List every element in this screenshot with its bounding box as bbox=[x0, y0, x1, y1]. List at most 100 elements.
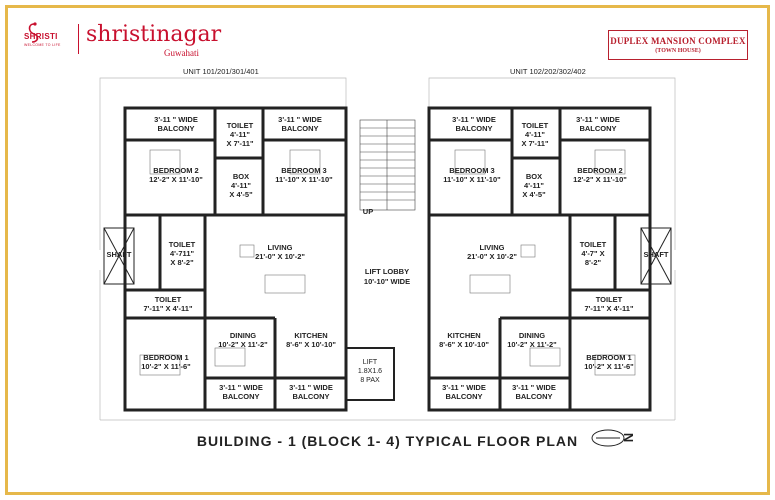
north-label: N bbox=[621, 432, 637, 443]
right-box-size2: X 4'-5" bbox=[522, 190, 546, 199]
left-toilet-low-label: TOILET 7'-11" X 4'-11" bbox=[133, 295, 203, 313]
left-bedroom2-size: 12'-2" X 11'-10" bbox=[149, 175, 203, 184]
right-bedroom1-label: BEDROOM 1 10'-2" X 11'-6" bbox=[571, 353, 647, 371]
left-kitchen-name: KITCHEN bbox=[294, 331, 328, 340]
left-toilet-top-name: TOILET bbox=[226, 121, 254, 130]
right-balcony-top-left-size: BALCONY bbox=[455, 124, 493, 133]
plan-title: BUILDING - 1 (BLOCK 1- 4) TYPICAL FLOOR … bbox=[196, 433, 579, 449]
project-city: Guwahati bbox=[164, 48, 199, 58]
logo-brand: SHRISTI bbox=[24, 32, 58, 41]
right-bedroom1-size: 10'-2" X 11'-6" bbox=[584, 362, 634, 371]
left-balcony-bottom-right-name: 3'-11 " WIDE bbox=[289, 383, 333, 392]
shristi-logo: SHRISTI WELCOME TO LIFE shristinagar Guw… bbox=[20, 18, 221, 60]
right-shaft-label: SHAFT bbox=[643, 250, 669, 259]
shristi-swan-icon bbox=[28, 22, 39, 43]
right-balcony-bottom-right-size: BALCONY bbox=[515, 392, 553, 401]
left-living-name: LIVING bbox=[267, 243, 293, 252]
left-bedroom3-name: BEDROOM 3 bbox=[281, 166, 327, 175]
left-dining-size: 10'-2" X 11'-2" bbox=[218, 340, 268, 349]
left-toilet-mid-size2: X 8'-2" bbox=[170, 258, 194, 267]
left-toilet-low-size: 7'-11" X 4'-11" bbox=[143, 304, 193, 313]
lift-capacity: 8 PAX bbox=[360, 377, 380, 384]
left-shaft-label: SHAFT bbox=[106, 250, 132, 259]
right-toilet-low-size: 7'-11" X 4'-11" bbox=[584, 304, 634, 313]
left-living-label: LIVING 21'-0" X 10'-2" bbox=[240, 243, 320, 261]
outer-outline bbox=[99, 77, 676, 421]
lift-label: LIFT 1.8X1.6 8 PAX bbox=[347, 358, 393, 385]
right-box-name: BOX bbox=[525, 172, 543, 181]
right-balcony-bottom-left-name: 3'-11 " WIDE bbox=[442, 383, 486, 392]
right-dining-name: DINING bbox=[518, 331, 546, 340]
right-bedroom2-name: BEDROOM 2 bbox=[577, 166, 623, 175]
left-balcony-bottom-left-name: 3'-11 " WIDE bbox=[219, 383, 263, 392]
left-toilet-mid-size: 4'-711" bbox=[169, 249, 195, 258]
right-toilet-mid-size2: 8'-2" bbox=[584, 258, 602, 267]
right-toilet-mid-name: TOILET bbox=[579, 240, 607, 249]
left-box-size2: X 4'-5" bbox=[229, 190, 253, 199]
north-arrow-icon bbox=[591, 429, 625, 447]
staircase bbox=[359, 119, 416, 211]
right-balcony-top-right-size: BALCONY bbox=[579, 124, 617, 133]
left-box-name: BOX bbox=[232, 172, 250, 181]
right-bedroom2-label: BEDROOM 2 12'-2" X 11'-10" bbox=[562, 166, 638, 184]
lift-size: 1.8X1.6 bbox=[357, 368, 383, 375]
left-balcony-top-right-size: BALCONY bbox=[281, 124, 319, 133]
logo-divider bbox=[78, 24, 79, 54]
right-balcony-top-left-name: 3'-11 " WIDE bbox=[452, 115, 496, 124]
right-balcony-top-left-label: 3'-11 " WIDE BALCONY bbox=[442, 115, 506, 133]
right-balcony-bottom-left-label: 3'-11 " WIDE BALCONY bbox=[433, 383, 495, 401]
left-bedroom2-label: BEDROOM 2 12'-2" X 11'-10" bbox=[138, 166, 214, 184]
badge-subtitle: (TOWN HOUSE) bbox=[655, 48, 701, 54]
right-living-size: 21'-0" X 10'-2" bbox=[467, 252, 517, 261]
left-toilet-low-name: TOILET bbox=[154, 295, 182, 304]
stair-up-label: UP bbox=[362, 207, 374, 216]
left-box-label: BOX 4'-11" X 4'-5" bbox=[222, 172, 260, 199]
left-bedroom1-size: 10'-2" X 11'-6" bbox=[141, 362, 191, 371]
right-dining-label: DINING 10'-2" X 11'-2" bbox=[501, 331, 563, 349]
left-balcony-top-left-size: BALCONY bbox=[157, 124, 195, 133]
right-balcony-top-right-label: 3'-11 " WIDE BALCONY bbox=[566, 115, 630, 133]
lift-lobby-size: 10'-10" WIDE bbox=[363, 277, 411, 286]
left-bedroom1-label: BEDROOM 1 10'-2" X 11'-6" bbox=[128, 353, 204, 371]
right-toilet-top-name: TOILET bbox=[521, 121, 549, 130]
right-balcony-top-right-name: 3'-11 " WIDE bbox=[576, 115, 620, 124]
right-dining-size: 10'-2" X 11'-2" bbox=[507, 340, 557, 349]
right-bedroom1-name: BEDROOM 1 bbox=[586, 353, 632, 362]
lift-shaft bbox=[345, 347, 395, 401]
left-dining-name: DINING bbox=[229, 331, 257, 340]
right-living-name: LIVING bbox=[479, 243, 505, 252]
left-balcony-top-left-label: 3'-11 " WIDE BALCONY bbox=[144, 115, 208, 133]
right-kitchen-label: KITCHEN 8'-6" X 10'-10" bbox=[431, 331, 497, 349]
left-bedroom1-name: BEDROOM 1 bbox=[143, 353, 189, 362]
right-balcony-bottom-right-name: 3'-11 " WIDE bbox=[512, 383, 556, 392]
lift-lobby-name: LIFT LOBBY bbox=[364, 267, 410, 276]
left-balcony-top-right-label: 3'-11 " WIDE BALCONY bbox=[268, 115, 332, 133]
left-toilet-top-label: TOILET 4'-11" X 7'-11" bbox=[218, 121, 262, 148]
badge-title: DUPLEX MANSION COMPLEX bbox=[610, 36, 746, 46]
left-box-size: 4'-11" bbox=[231, 181, 251, 190]
left-toilet-top-size2: X 7'-11" bbox=[226, 139, 254, 148]
unit-right-label: UNIT 102/202/302/402 bbox=[510, 67, 586, 76]
left-bedroom3-label: BEDROOM 3 11'-10" X 11'-10" bbox=[268, 166, 340, 184]
right-balcony-bottom-right-label: 3'-11 " WIDE BALCONY bbox=[503, 383, 565, 401]
right-kitchen-size: 8'-6" X 10'-10" bbox=[439, 340, 489, 349]
left-toilet-mid-name: TOILET bbox=[168, 240, 196, 249]
right-box-size: 4'-11" bbox=[524, 181, 544, 190]
left-balcony-bottom-left-size: BALCONY bbox=[222, 392, 260, 401]
left-balcony-bottom-left-label: 3'-11 " WIDE BALCONY bbox=[210, 383, 272, 401]
right-bedroom3-label: BEDROOM 3 11'-10" X 11'-10" bbox=[436, 166, 508, 184]
right-toilet-mid-size: 4'-7" X bbox=[581, 249, 605, 258]
right-bedroom3-name: BEDROOM 3 bbox=[449, 166, 495, 175]
walls-left bbox=[123, 106, 348, 412]
left-balcony-bottom-right-label: 3'-11 " WIDE BALCONY bbox=[280, 383, 342, 401]
left-balcony-bottom-right-size: BALCONY bbox=[292, 392, 330, 401]
left-kitchen-size: 8'-6" X 10'-10" bbox=[286, 340, 336, 349]
right-box-label: BOX 4'-11" X 4'-5" bbox=[515, 172, 553, 199]
lift-lobby-label: LIFT LOBBY 10'-10" WIDE bbox=[350, 267, 424, 287]
walls-right bbox=[427, 106, 652, 412]
right-bedroom3-size: 11'-10" X 11'-10" bbox=[443, 175, 501, 184]
right-kitchen-name: KITCHEN bbox=[447, 331, 481, 340]
right-toilet-top-size: 4'-11" bbox=[525, 130, 545, 139]
left-balcony-top-right-name: 3'-11 " WIDE bbox=[278, 115, 322, 124]
